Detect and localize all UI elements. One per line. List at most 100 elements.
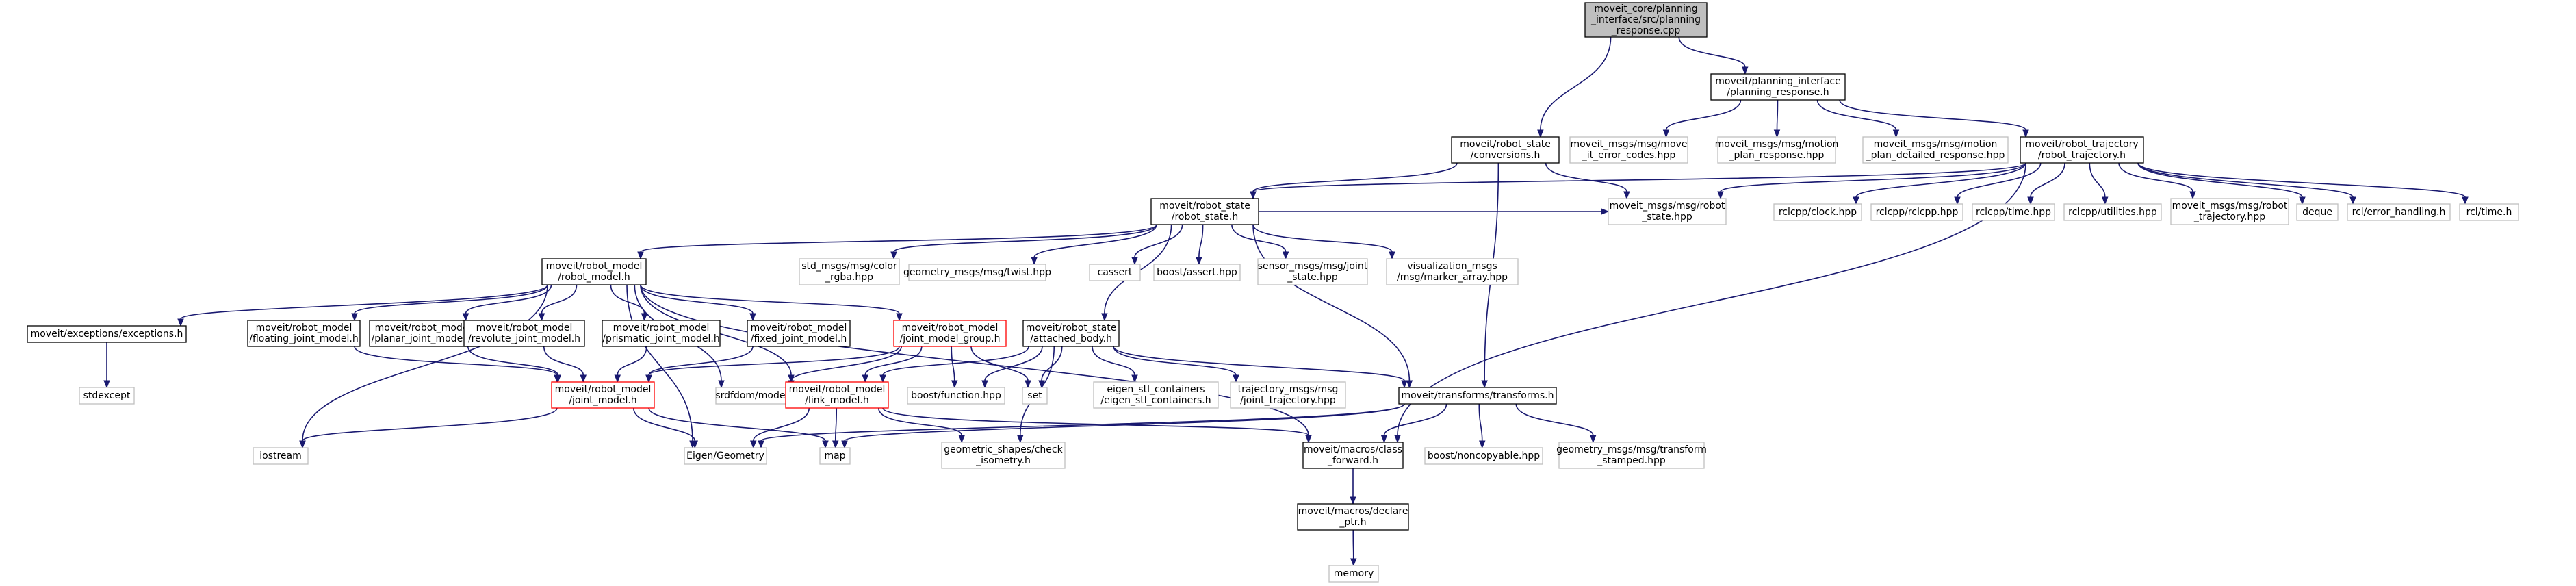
edge-robot_model_h-to-revolute_joint [538,284,578,322]
edge-robot_state_h-to-boost_assert [1196,224,1204,266]
edge-revolute_joint-to-joint_model_h [543,346,587,383]
node-label-line: _ptr.h [1339,517,1366,528]
node-label-line: /eigen_stl_containers.h [1100,395,1211,406]
node-attached-body[interactable]: moveit/robot_state/attached_body.h [1022,320,1120,347]
edge-arrowhead [1954,196,1961,205]
edge-link_model_h-to-map [832,407,839,449]
node-label-line: moveit_msgs/msg/robot [1610,201,1725,212]
node-box [799,258,900,285]
node-planar-joint[interactable]: moveit/robot_model/planar_joint_model.h [369,320,477,347]
edge-attached_body-to-link_model_h [879,346,1029,383]
edge-arrowhead [637,251,644,260]
edge-arrowhead [981,380,988,389]
edge-arrowhead [1742,66,1749,75]
edge-arrowhead [351,313,358,322]
node-box [463,320,585,347]
node-floating-joint[interactable]: moveit/robot_model/floating_joint_model.… [247,320,361,347]
node-planning-response-h[interactable]: moveit/planning_interface/planning_respo… [1710,73,1846,101]
node-exceptions-h[interactable]: moveit/exceptions/exceptions.h [27,325,187,343]
node-label-line: moveit/robot_model [613,322,710,333]
node-revolute-joint[interactable]: moveit/robot_model/revolute_joint_model.… [463,320,585,347]
node-fixed-joint[interactable]: moveit/robot_model/fixed_joint_model.h [747,320,851,347]
edge-arrowhead [1601,208,1610,215]
node-joint-model-h[interactable]: moveit/robot_model/joint_model.h [551,381,655,409]
edge-robot_state_h-to-marker_array [1252,224,1395,260]
edge-line [844,403,1405,442]
edge-line [354,346,558,376]
node-label-line: /fixed_joint_model.h [751,333,847,344]
edge-line [626,284,693,442]
node-label-line: moveit/macros/declare [1298,506,1408,517]
edge-arrowhead [691,440,698,449]
edge-arrowhead [749,313,756,322]
node-conversions-h[interactable]: moveit/robot_state/conversions.h [1451,136,1560,164]
edge-robot_state_h-to-joint_state [1231,224,1289,260]
node-label-line: moveit_core/planning [1594,3,1697,14]
node-robot-state-msg: moveit_msgs/msg/robot_state.hpp [1608,198,1727,225]
edge-planning_response_h-to-move_it_error_codes [1662,99,1742,138]
edge-arrowhead [951,380,958,389]
edge-line [752,407,810,442]
node-label-line: /planning_response.h [1727,87,1829,98]
node-label-line: moveit_msgs/msg/motion [1874,139,1998,150]
node-boost-assert: boost/assert.hpp [1153,264,1241,281]
node-box [908,264,1046,281]
node-noncopyable: boost/noncopyable.hpp [1424,447,1543,465]
edge-line [864,346,923,376]
edge-arrowhead [718,380,725,389]
node-link-model-h[interactable]: moveit/robot_model/link_model.h [785,381,889,409]
edge-line [834,407,838,442]
node-joint-model-group[interactable]: moveit/robot_model/joint_model_group.h [893,320,1007,347]
edge-arrowhead [958,435,965,444]
edge-declare_ptr-to-memory [1350,529,1357,567]
node-label-line: moveit/robot_model [789,384,886,395]
edge-joint_model_group-to-link_model_h [862,346,923,383]
edge-line [302,284,548,442]
node-robot-model-h[interactable]: moveit/robot_model/robot_model.h [541,258,647,285]
edge-arrowhead [1537,129,1544,138]
node-prismatic-joint[interactable]: moveit/robot_model/prismatic_joint_model… [602,320,721,347]
edge-arrowhead [1401,380,1408,389]
edge-robot_model_h-to-fixed_joint [640,284,756,322]
node-eigen-stl: eigen_stl_containers/eigen_stl_container… [1093,381,1219,409]
node-label-line: set [1027,390,1042,401]
edge-arrowhead [1773,129,1781,138]
node-robot-state-h[interactable]: moveit/robot_state/robot_state.h [1150,198,1259,225]
node-declare-ptr[interactable]: moveit/macros/declare_ptr.h [1297,503,1409,531]
edge-robot_trajectory_h-to-error_handling_h [2137,162,2356,205]
edge-line [648,346,900,376]
edges-layer [103,36,2469,567]
node-class-forward[interactable]: moveit/macros/class_forward.h [1302,442,1404,469]
edge-root-to-planning_response_h [1678,36,1749,75]
node-label-line: boost/function.hpp [911,390,1001,401]
edge-robot_model_h-to-floating_joint [351,284,548,322]
node-deque: deque [2296,203,2339,221]
edge-robot_state_h-to-transforms_h [1252,224,1413,389]
node-box [1302,442,1404,469]
edge-line [2118,162,2193,192]
edge-line [648,407,826,442]
node-label-line: srdfdom/model.h [715,390,797,401]
node-box [1569,136,1688,164]
edge-line [790,346,903,381]
edge-robot_state_h-to-color_rgba [890,224,1157,260]
node-label-line: moveit/robot_model [902,322,999,333]
node-robot-trajectory-h[interactable]: moveit/robot_trajectory/robot_trajectory… [2020,136,2144,164]
node-box [551,381,655,409]
node-label-line: moveit/transforms/transforms.h [1401,390,1554,401]
edge-robot_trajectory_h-to-time_hpp [2027,162,2065,205]
edge-class_forward-to-declare_ptr [1350,468,1356,505]
node-label-line: geometric_shapes/check [944,444,1063,455]
node-label-line: trajectory_msgs/msg [1238,384,1339,395]
edge-transforms_h-to-eigen_geometry [758,403,1405,449]
node-iostream: iostream [253,447,309,465]
edge-attached_body-to-joint_trajectory [1113,346,1239,383]
edge-prismatic_joint-to-joint_model_h [614,346,647,383]
edge-arrowhead [1131,374,1138,383]
node-transforms-h[interactable]: moveit/transforms/transforms.h [1398,387,1557,405]
edge-line [893,224,1157,253]
edge-line [1720,162,2026,192]
edge-joint_model_group-to-joint_model_h [645,346,900,383]
node-label-line: _rgba.hpp [825,272,873,283]
node-box [1257,258,1368,285]
